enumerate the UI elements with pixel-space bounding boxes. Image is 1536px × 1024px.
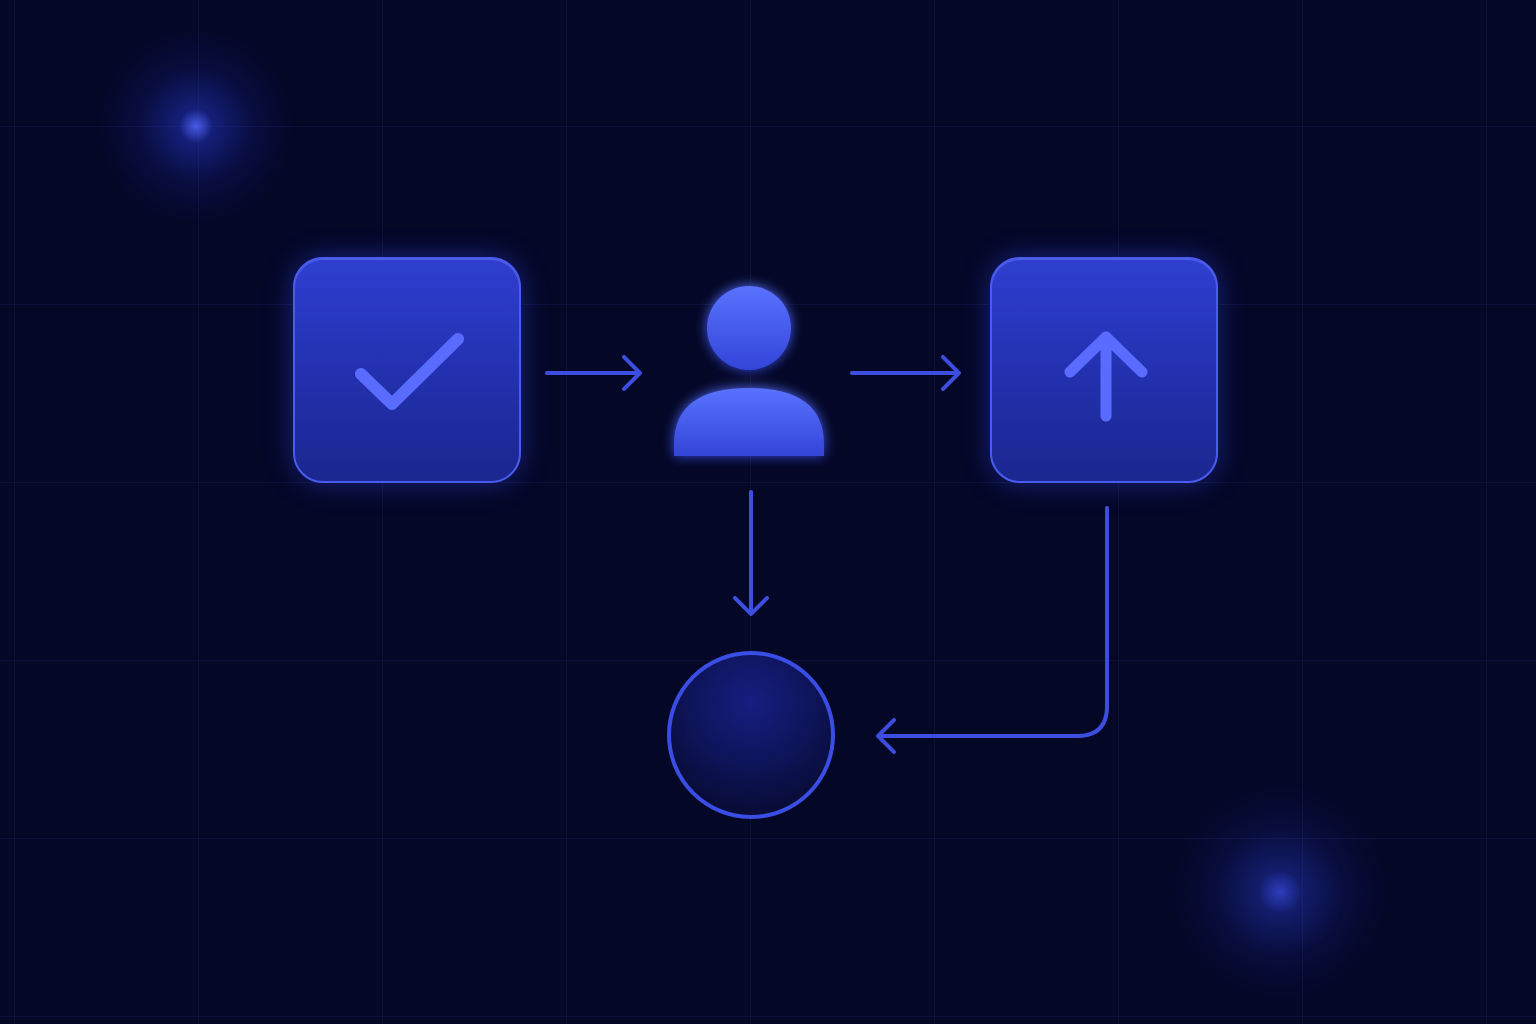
upload-node [990,257,1218,483]
user-icon [674,286,824,456]
edge-user-to-upload [850,355,961,391]
target-circle [667,651,835,819]
arrow-up-icon [1064,331,1148,422]
edge-user-to-target [733,490,769,616]
edge-upload-to-target [876,506,1109,754]
edge-approve-to-user [545,355,642,391]
checkmark-icon [355,333,464,410]
approve-node [293,257,521,483]
